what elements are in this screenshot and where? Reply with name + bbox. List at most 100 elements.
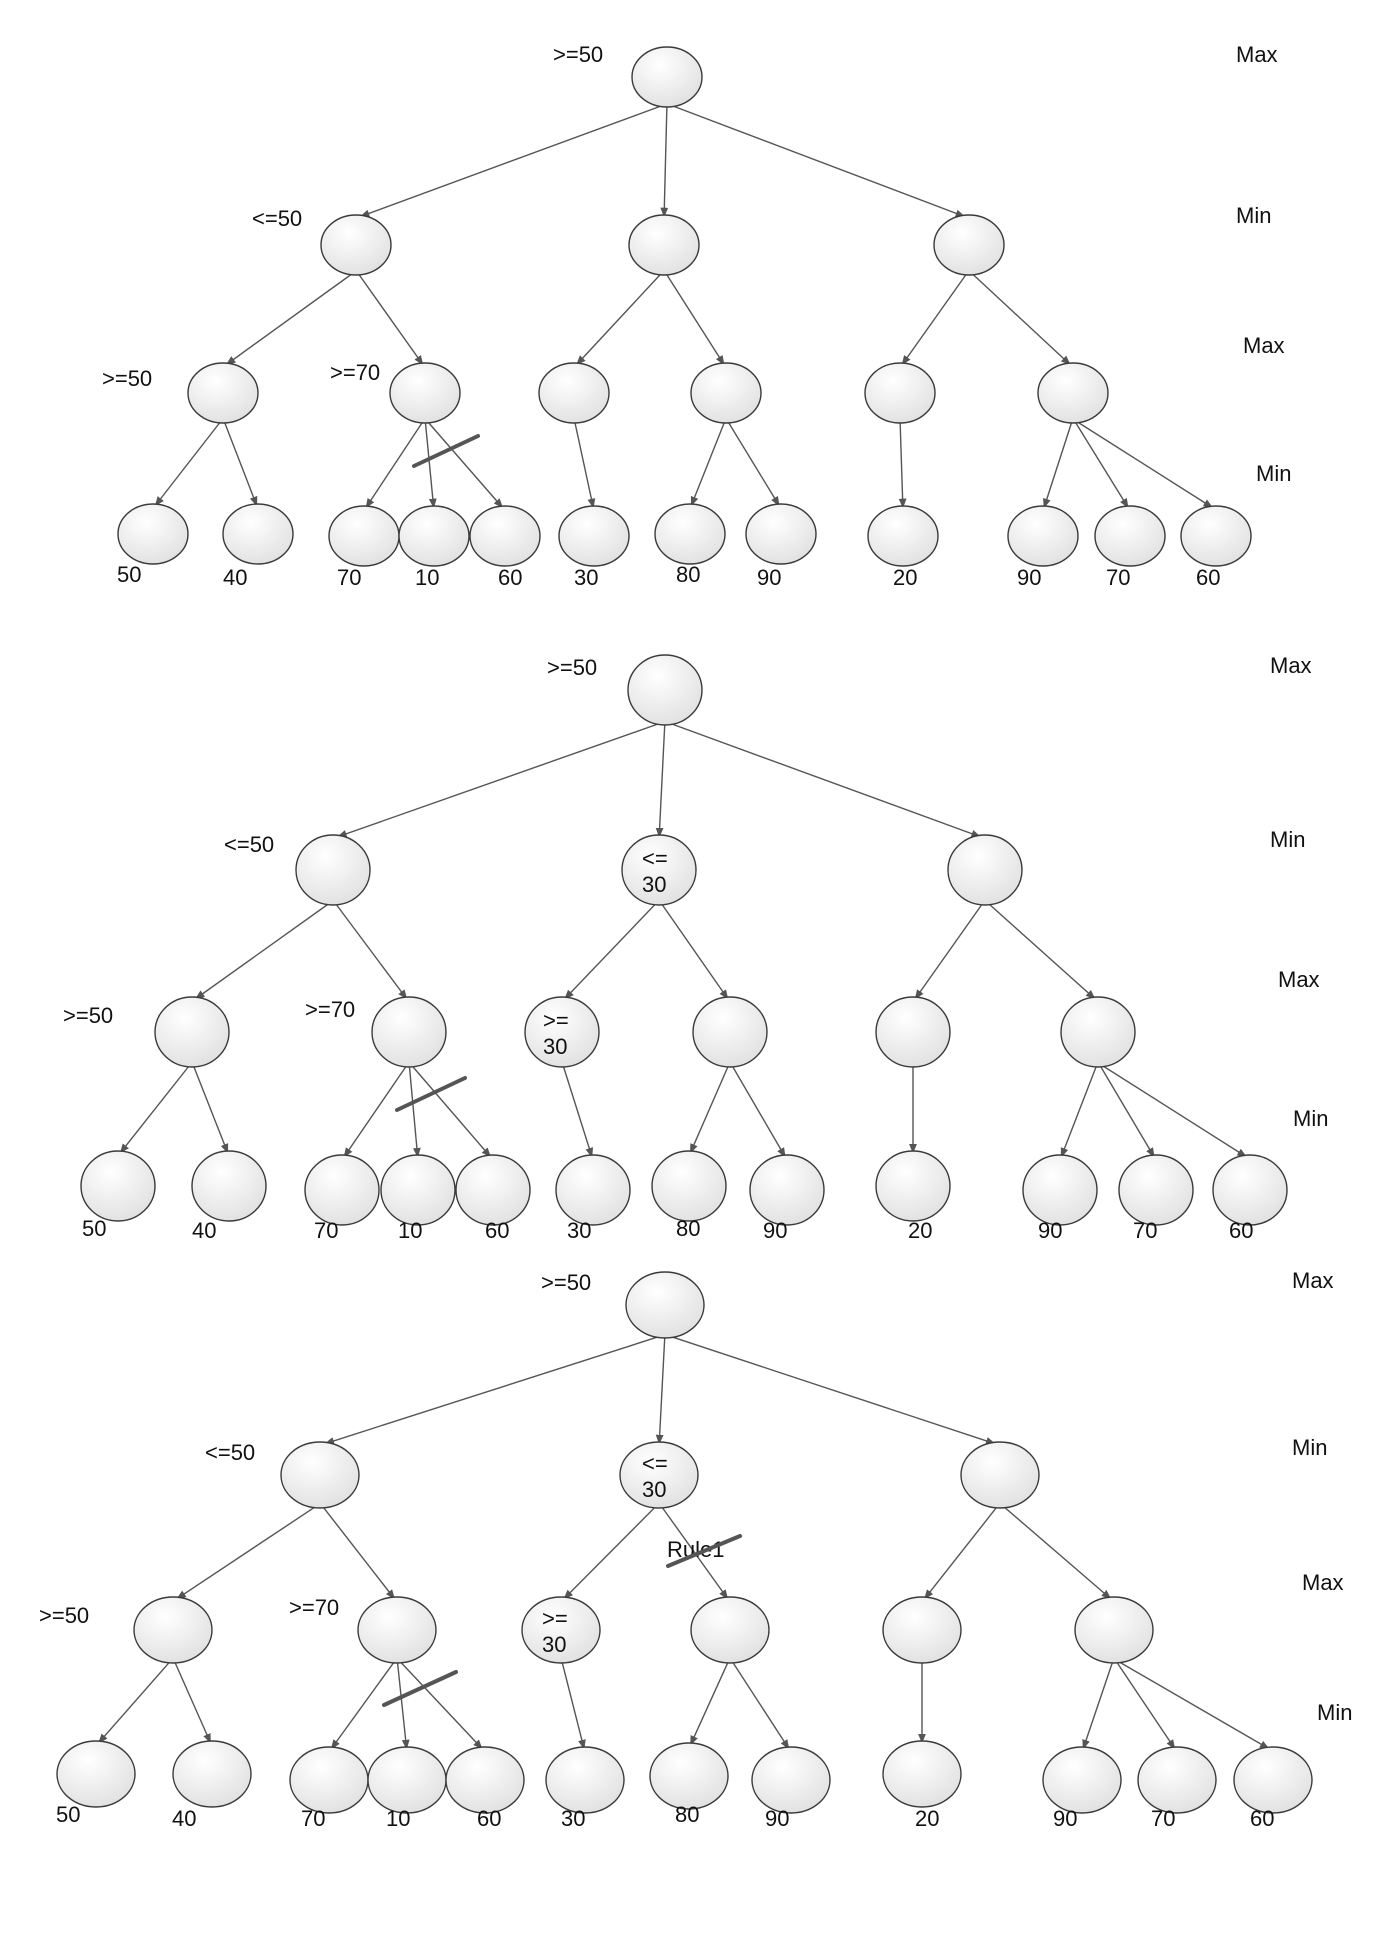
leaf-node-7 [649,1742,729,1810]
leaf-node-10 [1007,505,1079,567]
tree-edge [1003,1505,1112,1600]
tree-edge [901,273,968,366]
leaf-value-label: 20 [893,565,917,590]
leaf-value-label: 60 [498,565,522,590]
tree-edge [427,421,504,509]
max-node-3 [538,362,610,424]
leaf-node-11 [1118,1154,1194,1226]
min-left-bound-label: <=50 [252,206,302,231]
leaf-node-1 [56,1740,136,1808]
leaf-node-1 [80,1150,156,1222]
max-mid-inner-op: >= [542,1606,568,1631]
leaf-node-12 [1212,1154,1288,1226]
root-bound-label: >=50 [541,1270,591,1295]
leaf-value-label: 70 [314,1218,338,1243]
min-node-3 [960,1441,1040,1509]
tree-edge [1043,421,1073,509]
min-node-3 [933,214,1005,276]
tree-edge [655,723,666,838]
tree-edge [1099,1064,1155,1158]
min-node-1 [320,214,392,276]
max-left-left-bound-label: >=50 [39,1603,89,1628]
tree-edge [689,1064,730,1154]
leaf-value-label: 60 [1250,1806,1274,1831]
tree-edge [176,1505,317,1600]
root-max-node [625,1271,705,1339]
min-node-2 [621,834,697,906]
tree-edge [727,421,780,507]
tree-edge [399,1660,483,1750]
leaf-node-3 [304,1154,380,1226]
leaf-value-label: 20 [915,1806,939,1831]
max-node-4 [690,1596,770,1664]
max-node-6 [1060,996,1136,1068]
leaf-node-8 [751,1746,831,1814]
tree-edge [336,722,661,838]
root-bound-label: >=50 [553,42,603,67]
max-left-left-bound-label: >=50 [102,366,152,391]
tree-edge [334,902,408,1000]
leaf-node-1 [117,503,189,565]
leaf-node-2 [191,1150,267,1222]
tree-edge [1076,420,1214,509]
max-mid-inner-op: >= [543,1008,569,1033]
max-left-right-bound-label: >=70 [289,1595,339,1620]
leaf-node-6 [555,1154,631,1226]
level-label-max: Max [1236,42,1278,67]
leaf-node-11 [1094,505,1166,567]
leaf-node-5 [455,1154,531,1226]
tree-edge [924,1505,998,1600]
tree-edge [322,1505,395,1600]
leaf-value-label: 90 [763,1218,787,1243]
max-mid-inner-value: 30 [542,1632,566,1657]
tree-edge [576,273,662,366]
tree-edge [1115,1660,1176,1750]
prune-cut-mark [412,434,480,468]
level-label-min: Min [1270,827,1305,852]
leaf-value-label: 80 [675,1802,699,1827]
min-node-2 [619,1441,699,1509]
leaf-value-label: 20 [908,1218,932,1243]
prune-cut-mark [395,1076,467,1112]
min-node-1 [280,1441,360,1509]
max-node-1 [154,996,230,1068]
leaf-node-3 [328,505,400,567]
leaf-value-label: 10 [415,565,439,590]
leaf-value-label: 40 [172,1806,196,1831]
max-left-right-bound-label: >=70 [330,360,380,385]
tree-edge [731,1064,786,1158]
level-label-max: Max [1243,333,1285,358]
tree-edge [665,273,725,366]
level-label-max: Max [1302,1570,1344,1595]
tree-edge [1101,1064,1247,1158]
min-left-bound-label: <=50 [224,832,274,857]
prune-cut-mark [382,1670,458,1707]
level-label-min: Min [1292,1435,1327,1460]
min-node-2 [628,214,700,276]
min-mid-inner-value: 30 [642,1477,666,1502]
tree-edge [563,1505,657,1600]
leaf-node-6 [558,505,630,567]
tree-edge [424,421,437,509]
tree-edge [671,104,966,218]
leaf-value-label: 40 [223,565,247,590]
leaf-value-label: 60 [477,1806,501,1831]
max-node-6 [1074,1596,1154,1664]
leaf-node-11 [1137,1746,1217,1814]
leaf-node-7 [654,503,726,565]
tree-edge [914,902,984,1000]
leaf-node-10 [1022,1154,1098,1226]
leaf-node-8 [749,1154,825,1226]
tree-edge [154,421,222,507]
tree-edge [223,421,258,507]
min-mid-inner-op: <= [642,846,668,871]
leaf-value-label: 70 [1151,1806,1175,1831]
leaf-value-label: 80 [676,1216,700,1241]
leaf-node-5 [469,505,541,567]
leaf-node-3 [289,1746,369,1814]
tree-edge [574,421,596,509]
level-label-max: Max [1278,967,1320,992]
leaf-node-9 [867,505,939,567]
